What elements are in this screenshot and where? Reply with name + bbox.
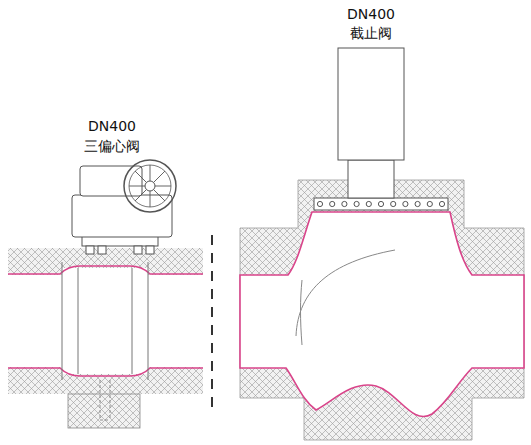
- size-label: DN400: [347, 6, 395, 23]
- bolt: [330, 201, 335, 206]
- bolt: [146, 246, 154, 254]
- bolt: [366, 201, 371, 206]
- bolt: [391, 201, 396, 206]
- handwheel: [129, 165, 171, 207]
- hub: [145, 181, 155, 191]
- support-boss: [68, 394, 140, 428]
- valve-name: 三偏心阀: [84, 138, 140, 155]
- seat-contour: [296, 250, 395, 345]
- gearbox: [72, 195, 172, 237]
- yoke: [348, 160, 394, 198]
- bolt: [134, 246, 142, 254]
- valve-body: [62, 262, 148, 380]
- stem-end: [100, 380, 110, 420]
- bolt: [317, 201, 322, 206]
- handwheel-spokes: [129, 165, 171, 207]
- bolt: [354, 201, 359, 206]
- bonnet: [314, 198, 448, 210]
- bolt: [86, 246, 94, 254]
- bolts: [86, 246, 154, 254]
- valve-name: 截止阀: [350, 25, 392, 42]
- bolt: [342, 201, 347, 206]
- bolt: [415, 201, 420, 206]
- flow-contour: [8, 368, 203, 376]
- bolt: [98, 246, 106, 254]
- bolt: [403, 201, 408, 206]
- actuator: [338, 48, 404, 160]
- bolts: [317, 201, 444, 206]
- valve-body: [240, 180, 524, 440]
- bolt: [378, 201, 383, 206]
- flow-passage: [240, 212, 524, 417]
- gearbox-top: [80, 166, 142, 196]
- bolt: [427, 201, 432, 206]
- divider: [211, 235, 213, 415]
- bolt: [439, 201, 444, 206]
- butterfly-valve: [8, 160, 203, 428]
- flow-contour: [8, 266, 203, 274]
- valve-bore: [62, 268, 148, 374]
- size-label: DN400: [88, 118, 136, 135]
- globe-valve: [240, 48, 524, 440]
- handwheel: [124, 160, 176, 212]
